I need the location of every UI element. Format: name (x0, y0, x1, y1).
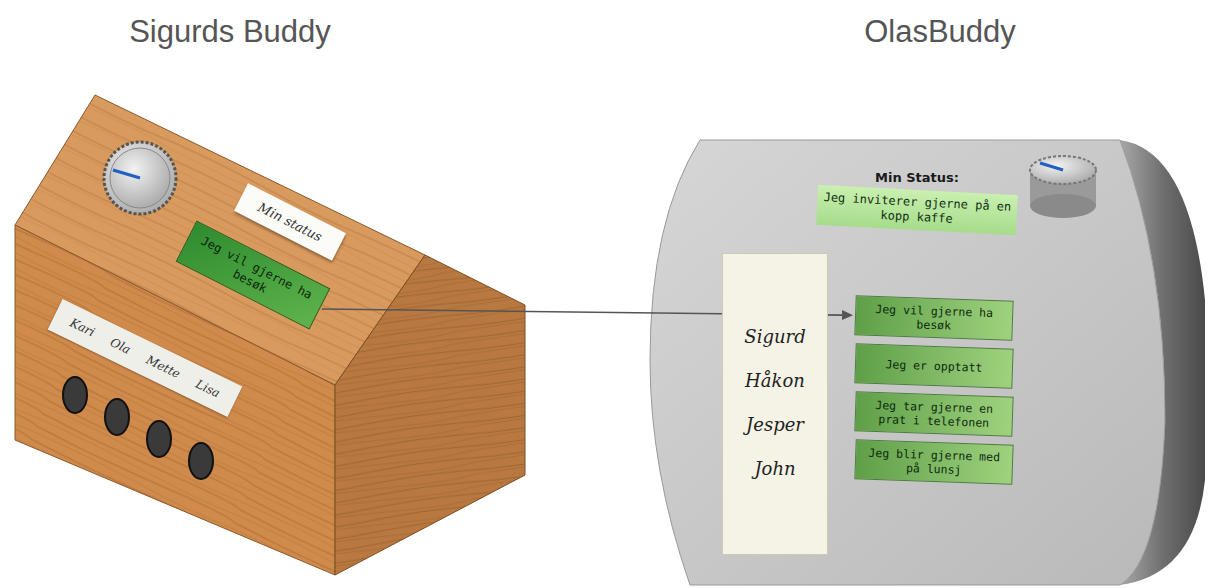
status-text: Jeg er opptatt (885, 357, 982, 374)
grey-device (650, 140, 1205, 585)
contact-name: John (754, 458, 795, 479)
contact-name: Ola (108, 335, 133, 357)
status-text: Jeg inviterer gjerne på en kopp kaffe (816, 185, 1018, 235)
status-button: Jeg vil gjerne ha besøk (854, 295, 1013, 340)
status-text: Jeg blir gjerne med på lunsj (862, 445, 1007, 478)
status-text: Jeg vil gjerne ha besøk (862, 301, 1007, 334)
status-panel: Min Status:Jeg inviterer gjerne på en ko… (817, 170, 1017, 230)
status-button: Jeg er opptatt (854, 343, 1013, 388)
wooden-house (15, 95, 525, 575)
status-text: Jeg vil gjerne ha besøk (187, 232, 318, 319)
device-title: Sigurds Buddy (129, 14, 331, 50)
status-button: Jeg tar gjerne en prat i telefonen (854, 391, 1013, 436)
name-strip: KariOlaMetteLisa (48, 299, 243, 417)
contact-name: Håkon (745, 370, 805, 391)
contact-name: Mette (144, 353, 183, 381)
status-text: Jeg tar gjerne en prat i telefonen (862, 397, 1007, 430)
contact-name: Kari (68, 316, 97, 340)
status-text: Min status (246, 195, 333, 249)
device-title: OlasBuddy (864, 14, 1016, 50)
contact-name: Sigurd (744, 326, 805, 347)
status-button: Jeg blir gjerne med på lunsj (854, 439, 1013, 484)
status-heading: Min Status: (817, 170, 1017, 185)
name-strip: SigurdHåkonJesperJohn (722, 253, 828, 555)
contact-name: Jesper (746, 414, 804, 435)
contact-name: Lisa (193, 377, 222, 401)
